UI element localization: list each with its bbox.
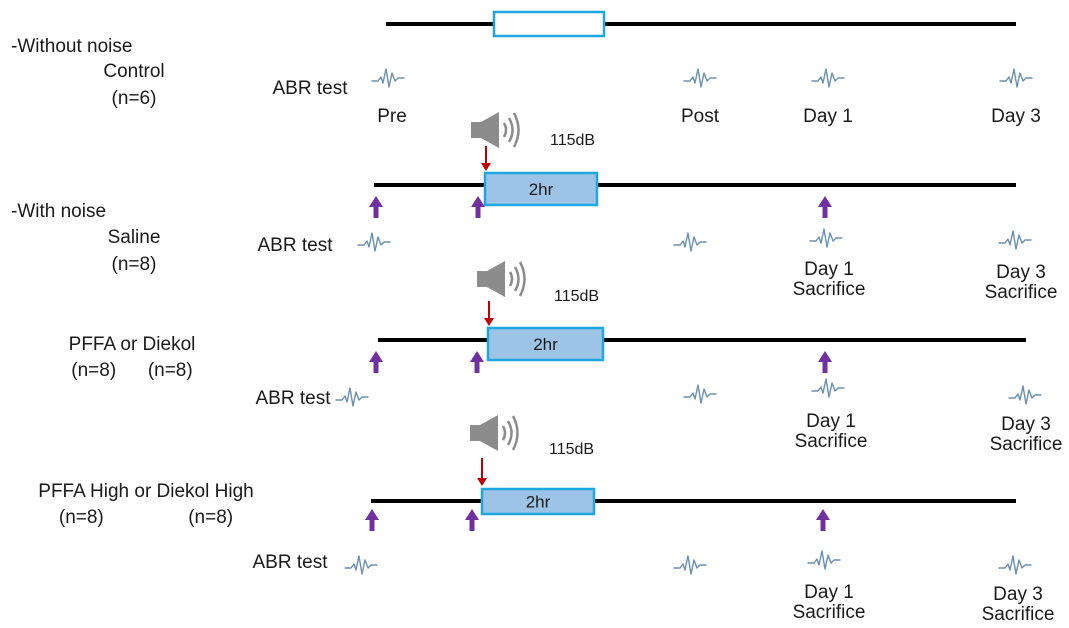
group-name-line: (n=6) bbox=[112, 88, 157, 109]
timepoint-label-day1: Sacrifice bbox=[793, 602, 866, 623]
noise-exposure-box bbox=[492, 10, 606, 38]
purple-up-arrow-icon bbox=[365, 509, 379, 531]
noise-level-label: 115dB bbox=[550, 132, 595, 149]
group-name-line: (n=8) (n=8) bbox=[71, 360, 192, 381]
purple-up-arrow-icon bbox=[816, 509, 830, 531]
timepoint-label-day3: Sacrifice bbox=[990, 434, 1063, 455]
timepoint-label-day1: Day 1 bbox=[804, 582, 854, 603]
abr-waveform-icon bbox=[998, 555, 1032, 575]
purple-up-arrow-icon bbox=[369, 351, 383, 373]
duration-label: 2hr bbox=[526, 493, 551, 512]
abr-waveform-icon bbox=[1008, 385, 1042, 405]
noise-level-label: 115dB bbox=[549, 441, 594, 458]
red-down-arrow-icon bbox=[484, 301, 494, 326]
abr-waveform-icon bbox=[357, 232, 391, 252]
group-name-line: PFFA High or Diekol High bbox=[38, 481, 253, 502]
abr-test-label: ABR test bbox=[256, 388, 332, 409]
abr-waveform-icon bbox=[371, 68, 405, 88]
purple-up-arrow-icon bbox=[471, 196, 485, 218]
abr-waveform-icon bbox=[344, 555, 378, 575]
speaker-icon bbox=[477, 261, 526, 297]
timepoint-label-pre: Pre bbox=[377, 106, 407, 127]
timepoint-label-day3: Sacrifice bbox=[985, 282, 1058, 303]
abr-waveform-icon bbox=[807, 550, 841, 570]
timepoint-label-day1: Day 1 bbox=[806, 411, 856, 432]
duration-label: 2hr bbox=[529, 180, 554, 199]
noise-exposure-box bbox=[480, 487, 596, 516]
noise-exposure-box bbox=[486, 326, 605, 362]
group-name-line: Saline bbox=[108, 227, 161, 248]
abr-waveform-icon bbox=[998, 230, 1032, 250]
timepoint-label-day1: Sacrifice bbox=[793, 279, 866, 300]
abr-waveform-icon bbox=[683, 68, 717, 88]
group-header: -With noise bbox=[11, 201, 106, 222]
group-low: PFFA or Diekol (n=8) (n=8) 2hr 115dB ABR tes… bbox=[69, 261, 1063, 455]
purple-up-arrow-icon bbox=[818, 196, 832, 218]
abr-waveform-icon bbox=[673, 555, 707, 575]
red-down-arrow-icon bbox=[481, 146, 491, 171]
group-name-line: (n=8) (n=8) bbox=[59, 507, 233, 528]
timepoint-label-day3: Day 3 bbox=[993, 584, 1043, 605]
abr-test-label: ABR test bbox=[258, 235, 334, 256]
group-name-line: PFFA or Diekol bbox=[69, 334, 196, 355]
group-name-line: Control bbox=[103, 61, 164, 82]
red-down-arrow-icon bbox=[477, 458, 487, 486]
timepoint-label-day3: Day 3 bbox=[1001, 414, 1051, 435]
noise-exposure-box bbox=[483, 171, 599, 207]
abr-waveform-icon bbox=[809, 228, 843, 248]
purple-up-arrow-icon bbox=[818, 351, 832, 373]
timepoint-label-day3: Day 3 bbox=[991, 106, 1041, 127]
timepoint-label-day3: Sacrifice bbox=[982, 604, 1055, 625]
abr-test-label: ABR test bbox=[253, 552, 329, 573]
timepoint-label-day1: Sacrifice bbox=[795, 431, 868, 452]
abr-waveform-icon bbox=[999, 68, 1033, 88]
speaker-icon bbox=[470, 415, 519, 451]
abr-waveform-icon bbox=[673, 232, 707, 252]
abr-waveform-icon bbox=[811, 378, 845, 398]
duration-label: 2hr bbox=[533, 335, 558, 354]
timepoint-label-post: Post bbox=[681, 106, 720, 127]
group-name-line: (n=8) bbox=[112, 254, 157, 275]
group-header: -Without noise bbox=[11, 36, 132, 57]
abr-waveform-icon bbox=[683, 384, 717, 404]
group-high: PFFA High or Diekol High (n=8) (n=8) 2hr 11… bbox=[38, 415, 1054, 625]
purple-up-arrow-icon bbox=[470, 351, 484, 373]
purple-up-arrow-icon bbox=[465, 509, 479, 531]
timepoint-label-day3: Day 3 bbox=[996, 262, 1046, 283]
timepoint-label-day1: Day 1 bbox=[803, 106, 853, 127]
noise-level-label: 115dB bbox=[554, 288, 599, 305]
timepoint-label-day1: Day 1 bbox=[804, 259, 854, 280]
abr-test-label: ABR test bbox=[273, 78, 349, 99]
purple-up-arrow-icon bbox=[369, 196, 383, 218]
speaker-icon bbox=[471, 112, 520, 148]
abr-waveform-icon bbox=[811, 68, 845, 88]
abr-waveform-icon bbox=[335, 387, 369, 407]
